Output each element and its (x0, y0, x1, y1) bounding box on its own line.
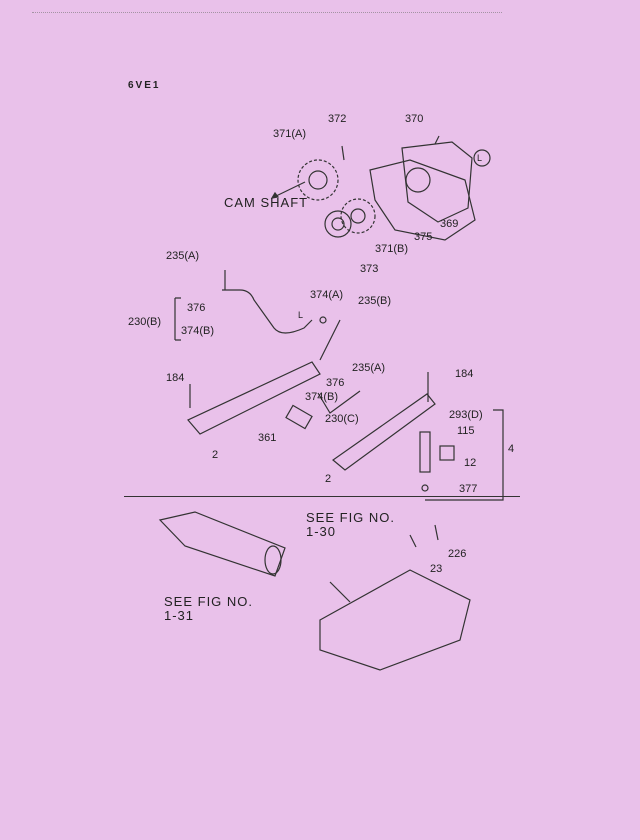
clamp-bolts (409, 524, 439, 548)
label-374b-left: 374(B) (181, 325, 215, 337)
label-235a-top: 235(A) (166, 250, 200, 262)
label-23: 23 (430, 563, 443, 575)
label-235a-mid: 235(A) (352, 362, 386, 374)
fuel-rail-right (332, 393, 436, 471)
label-12: 12 (464, 457, 477, 469)
bracket-230b (174, 297, 181, 341)
label-369: 369 (440, 218, 459, 230)
label-375: 375 (414, 231, 433, 243)
label-371b: 371(B) (375, 243, 409, 255)
label-371a: 371(A) (273, 128, 307, 140)
label-see-fig-1-31-line2: 1-31 (164, 608, 195, 623)
connector-12 (439, 445, 455, 461)
label-374b-mid: 374(B) (305, 391, 339, 403)
label-184-left: 184 (166, 372, 185, 384)
label-230c: 230(C) (325, 413, 359, 425)
ref-l-middle: L (298, 310, 304, 320)
ref-l-upper: L (477, 153, 483, 163)
pump-369 (401, 141, 473, 223)
label-cam-shaft: CAM SHAFT (224, 195, 309, 210)
injector-4 (419, 431, 431, 492)
engine-code: 6VE1 (128, 80, 161, 91)
label-184-right: 184 (455, 368, 474, 380)
label-4: 4 (508, 443, 515, 455)
bracket-4 (425, 409, 504, 501)
air-cleaner (319, 569, 471, 671)
ref-circle-l-upper (473, 149, 491, 167)
bearing-373 (324, 210, 352, 238)
bracket-230c (317, 390, 361, 414)
fuel-pipe-left (222, 270, 313, 334)
air-duct (158, 511, 286, 577)
gear-371b (340, 198, 376, 234)
label-235b: 235(B) (358, 295, 392, 307)
label-2-right: 2 (325, 473, 332, 485)
bolt-372 (341, 145, 345, 161)
label-374a: 374(A) (310, 289, 344, 301)
label-115: 115 (457, 425, 475, 437)
label-see-fig-1-30-line2: 1-30 (306, 524, 337, 539)
label-230b: 230(B) (128, 316, 162, 328)
label-226: 226 (448, 548, 467, 560)
fuel-pipe-right (319, 319, 341, 361)
gasket-375 (369, 159, 476, 241)
label-see-fig-1-31-line1: SEE FIG NO. (164, 594, 254, 609)
label-2-left: 2 (212, 449, 219, 461)
fuel-rail-left (187, 361, 321, 435)
cam-gear-371a (297, 159, 339, 201)
label-293d: 293(D) (449, 409, 483, 421)
label-377: 377 (459, 483, 478, 495)
cam-shaft-arrow (271, 181, 306, 199)
label-373: 373 (360, 263, 379, 275)
label-see-fig-1-30-line1: SEE FIG NO. (306, 510, 396, 525)
label-376-left: 376 (187, 302, 206, 314)
label-372: 372 (328, 113, 347, 125)
label-361: 361 (258, 432, 277, 444)
page-header-text (32, 12, 502, 16)
label-376-mid: 376 (326, 377, 345, 389)
section-divider (124, 496, 520, 497)
pressure-regulator-361 (285, 404, 313, 430)
label-370: 370 (405, 113, 424, 125)
